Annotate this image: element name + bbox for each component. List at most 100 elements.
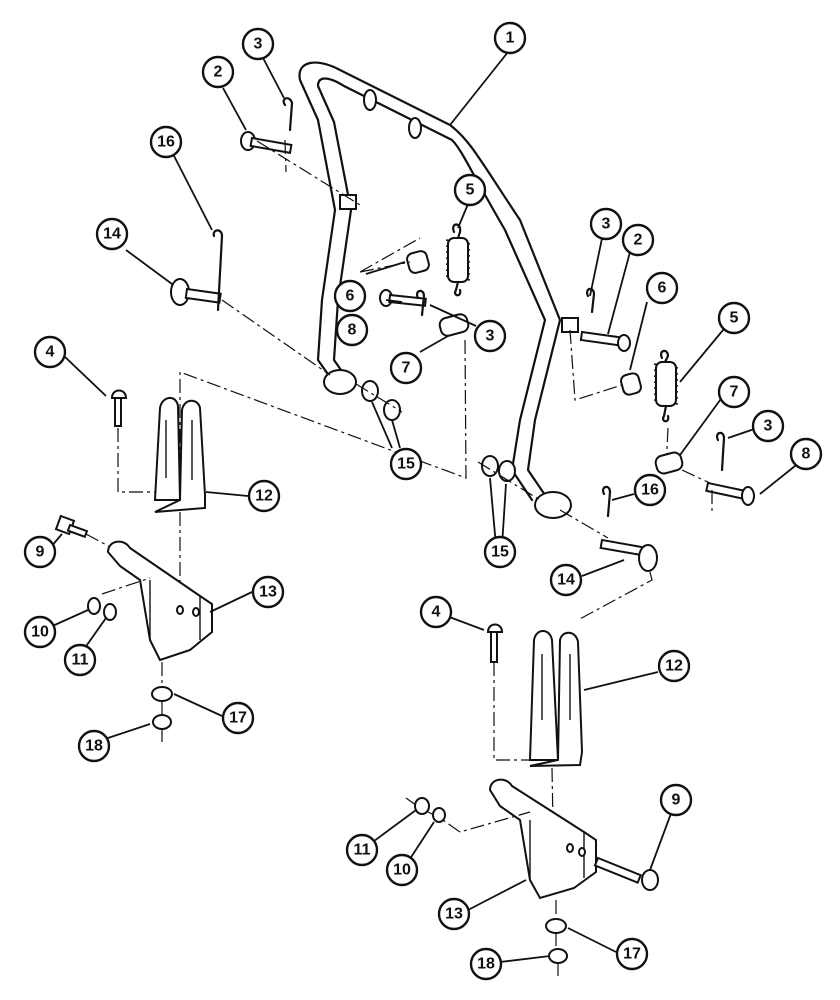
nut-right xyxy=(414,797,430,815)
callout-18: 18 xyxy=(469,947,503,981)
svg-text:12: 12 xyxy=(665,658,683,675)
cotter-pin-upper-left xyxy=(282,97,294,132)
pin-left xyxy=(170,278,222,306)
svg-text:8: 8 xyxy=(802,446,811,463)
svg-text:12: 12 xyxy=(255,488,273,505)
callout-6: 6 xyxy=(333,279,367,313)
callout-7: 7 xyxy=(389,351,423,385)
svg-text:10: 10 xyxy=(31,624,49,641)
callout-7: 7 xyxy=(717,375,751,409)
cotter-pin-center-left xyxy=(416,289,426,317)
svg-text:11: 11 xyxy=(354,842,371,859)
svg-text:15: 15 xyxy=(397,456,415,473)
svg-text:11: 11 xyxy=(72,652,89,669)
callout-17: 17 xyxy=(615,937,649,971)
callout-1: 1 xyxy=(493,21,527,55)
callout-15: 15 xyxy=(483,535,517,569)
leader-lines xyxy=(47,51,801,963)
pin-right xyxy=(705,481,755,506)
svg-text:5: 5 xyxy=(730,310,739,327)
callout-3: 3 xyxy=(589,207,623,241)
svg-text:13: 13 xyxy=(445,906,463,923)
washer-right xyxy=(432,807,446,823)
callout-9: 9 xyxy=(23,535,57,569)
svg-text:7: 7 xyxy=(730,384,739,401)
callout-5: 5 xyxy=(453,173,487,207)
svg-text:2: 2 xyxy=(634,232,643,249)
svg-text:9: 9 xyxy=(36,544,45,561)
bolt-right xyxy=(486,623,504,663)
svg-text:10: 10 xyxy=(393,862,411,879)
callout-14: 14 xyxy=(95,217,129,251)
bolt-left xyxy=(110,389,128,427)
svg-text:17: 17 xyxy=(623,946,641,963)
svg-text:2: 2 xyxy=(214,64,223,81)
callout-13: 13 xyxy=(437,897,471,931)
cotter-pin-right xyxy=(716,431,726,472)
cotter-pin-lower-right xyxy=(602,485,612,518)
svg-text:16: 16 xyxy=(157,134,175,151)
base-bracket-right xyxy=(488,778,597,900)
nut-left xyxy=(103,603,117,621)
svg-text:13: 13 xyxy=(259,584,277,601)
spacer-right xyxy=(654,451,684,475)
svg-text:4: 4 xyxy=(46,344,55,361)
callout-4: 4 xyxy=(419,595,453,629)
callout-13: 13 xyxy=(251,575,285,609)
callout-12: 12 xyxy=(247,479,281,513)
hex-nut-left xyxy=(152,714,172,730)
callout-2: 2 xyxy=(201,55,235,89)
callout-16: 16 xyxy=(149,125,183,159)
callout-16: 16 xyxy=(633,473,667,507)
cotter-pin-upper-right xyxy=(586,287,596,314)
base-bracket-left xyxy=(106,540,213,662)
callout-11: 11 xyxy=(63,643,97,677)
callout-8: 8 xyxy=(789,437,823,471)
bolt-lower-right xyxy=(593,856,659,891)
callout-3: 3 xyxy=(473,319,507,353)
svg-text:18: 18 xyxy=(477,956,495,973)
svg-text:3: 3 xyxy=(764,418,773,435)
svg-text:1: 1 xyxy=(506,30,515,47)
svg-text:3: 3 xyxy=(254,36,263,53)
callout-10: 10 xyxy=(23,615,57,649)
svg-text:8: 8 xyxy=(348,322,357,339)
upright-bracket-left xyxy=(153,397,206,513)
callout-15: 15 xyxy=(389,447,423,481)
svg-text:4: 4 xyxy=(432,604,441,621)
svg-text:6: 6 xyxy=(346,288,355,305)
bolt-small-left xyxy=(54,514,89,539)
washer-left xyxy=(87,597,101,615)
callout-8: 8 xyxy=(335,313,369,347)
callout-17: 17 xyxy=(221,701,255,735)
callout-9: 9 xyxy=(659,783,693,817)
svg-text:6: 6 xyxy=(658,280,667,297)
callout-5: 5 xyxy=(717,301,751,335)
callout-10: 10 xyxy=(385,853,419,887)
svg-text:17: 17 xyxy=(229,710,247,727)
svg-text:16: 16 xyxy=(641,482,659,499)
washers-right xyxy=(481,455,516,482)
svg-text:15: 15 xyxy=(491,544,509,561)
lock-washer-right xyxy=(545,918,567,934)
pin-center-left xyxy=(379,289,427,307)
spring-right xyxy=(653,349,679,423)
svg-text:3: 3 xyxy=(602,216,611,233)
callout-3: 3 xyxy=(241,27,275,61)
callout-2: 2 xyxy=(621,223,655,257)
washers-left xyxy=(361,380,401,421)
lock-washer-left xyxy=(151,686,173,702)
spring-left xyxy=(445,223,471,297)
callout-3: 3 xyxy=(751,409,785,443)
callout-4: 4 xyxy=(33,335,67,369)
svg-text:9: 9 xyxy=(672,792,681,809)
callout-12: 12 xyxy=(657,649,691,683)
callout-14: 14 xyxy=(549,563,583,597)
callout-6: 6 xyxy=(645,271,679,305)
svg-text:14: 14 xyxy=(103,226,121,243)
svg-text:7: 7 xyxy=(402,360,411,377)
svg-text:3: 3 xyxy=(486,328,495,345)
callout-11: 11 xyxy=(345,833,379,867)
hex-nut-right xyxy=(548,948,568,964)
